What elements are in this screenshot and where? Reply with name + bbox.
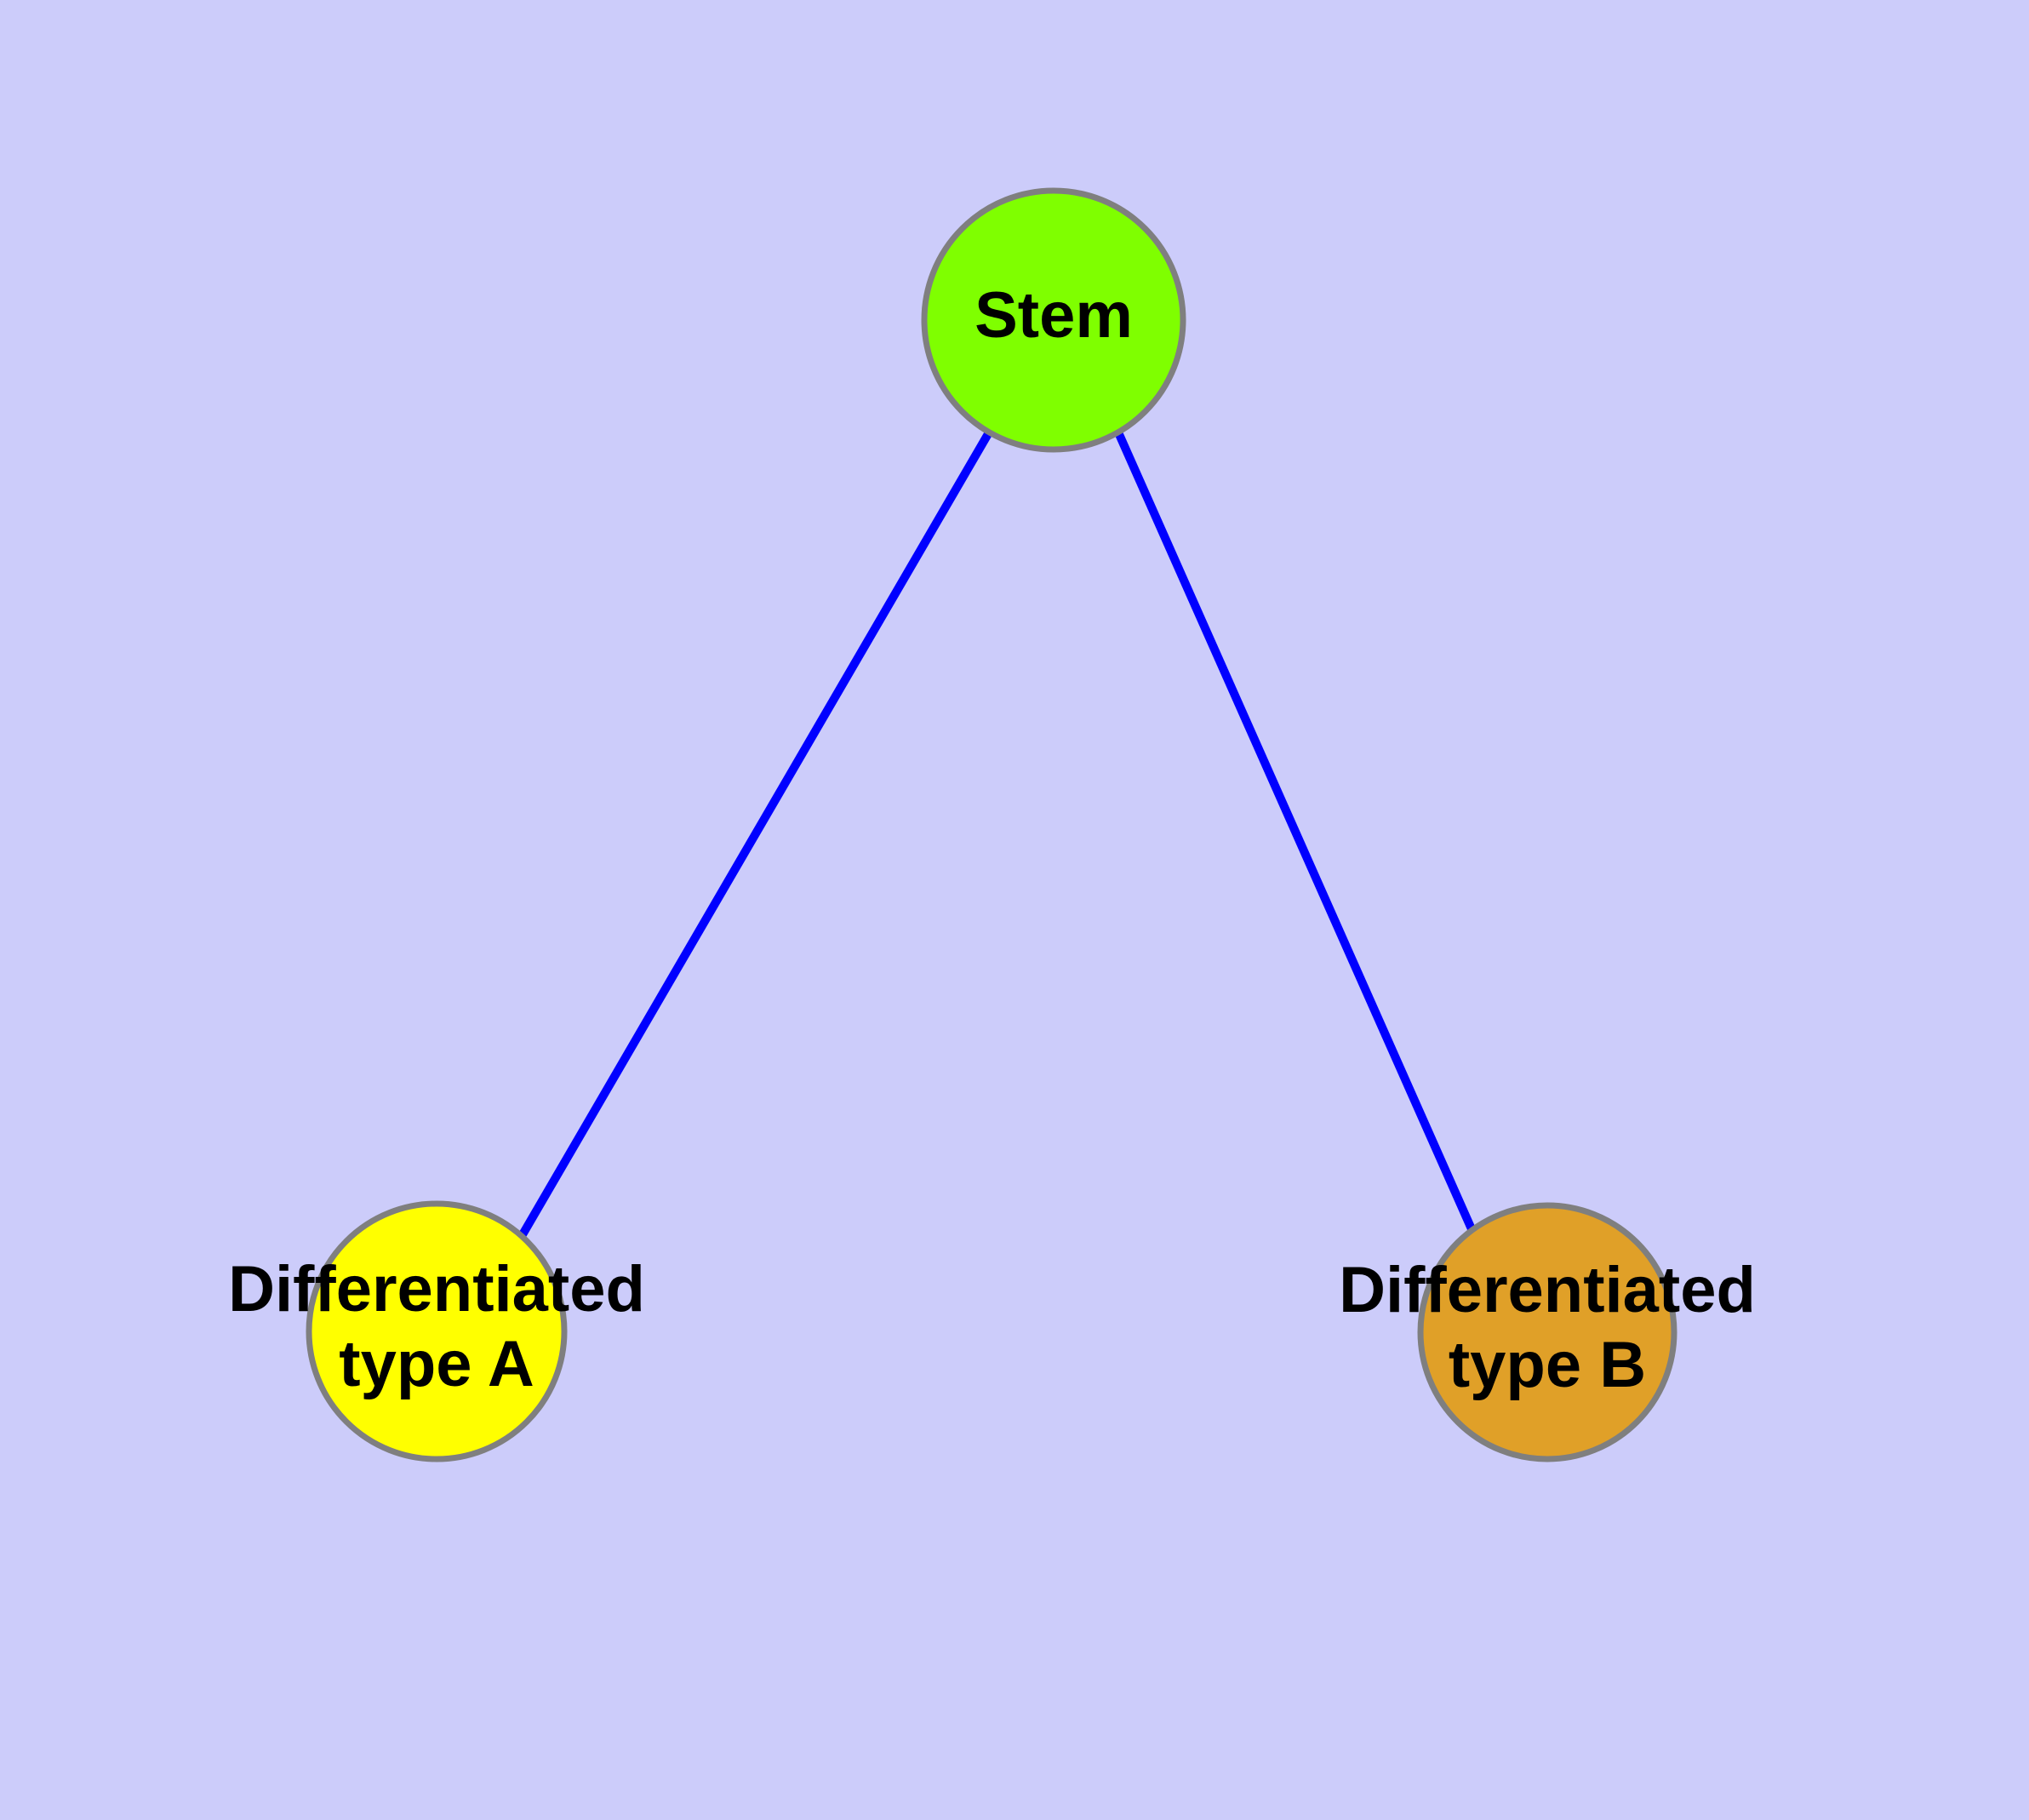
edges-layer (517, 430, 1477, 1239)
node-label-stem: Stem (974, 279, 1133, 352)
node-circle-stem[interactable] (921, 187, 1186, 453)
node-label-line: type A (339, 1328, 534, 1400)
node-label-line: Differentiated (228, 1253, 645, 1325)
graph-edge-stem-to-type-a[interactable] (517, 430, 993, 1239)
node-label-line: Stem (974, 279, 1133, 352)
node-label-line: type B (1449, 1329, 1646, 1401)
node-label-line: Differentiated (1339, 1254, 1756, 1326)
node-circle-type-b[interactable] (1417, 1202, 1677, 1462)
graph-edge-stem-to-type-b[interactable] (1114, 430, 1477, 1233)
node-circle-type-a[interactable] (306, 1200, 568, 1462)
graph-node-stem[interactable]: Stem (921, 187, 1186, 453)
